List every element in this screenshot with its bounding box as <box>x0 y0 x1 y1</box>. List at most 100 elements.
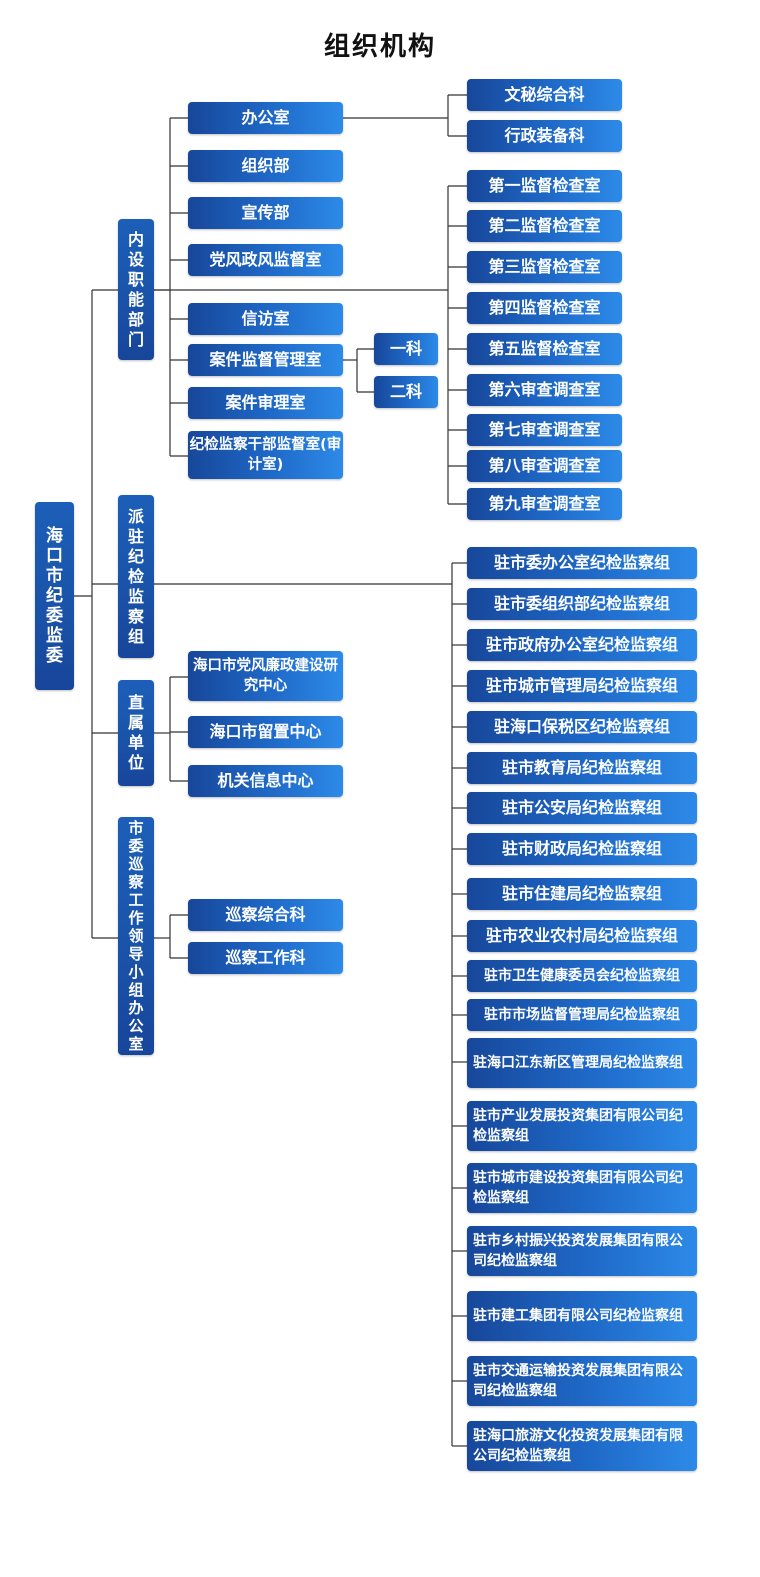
room-label: 第九审查调查室 <box>488 494 601 513</box>
case-sub-second: 二科 <box>374 376 438 408</box>
unit-info-center: 机关信息中心 <box>188 765 343 797</box>
inspection-room: 第五监督检查室 <box>467 333 622 365</box>
office-sub-secretariat: 文秘综合科 <box>467 79 622 111</box>
dept-case-supervision: 案件监督管理室 <box>188 344 343 376</box>
stationed-group: 驻市政府办公室纪检监察组 <box>467 629 697 661</box>
room-label: 第一监督检查室 <box>488 176 601 195</box>
dept-label: 案件审理室 <box>225 393 306 412</box>
group-label: 驻市政府办公室纪检监察组 <box>485 635 678 654</box>
stationed-group: 驻市教育局纪检监察组 <box>467 752 697 784</box>
stationed-group: 驻市委组织部纪检监察组 <box>467 588 697 620</box>
unit-label: 海口市党风廉政建设研究中心 <box>193 658 338 694</box>
sub-label: 一科 <box>389 339 422 358</box>
stationed-group: 驻海口旅游文化投资发展集团有限公司纪检监察组 <box>467 1421 697 1471</box>
inspection-sub-work: 巡察工作科 <box>188 942 343 974</box>
group-label: 驻市住建局纪检监察组 <box>501 884 662 903</box>
group-label: 驻海口江东新区管理局纪检监察组 <box>473 1055 683 1071</box>
dept-publicity: 宣传部 <box>188 197 343 229</box>
group-label: 驻市市场监督管理局纪检监察组 <box>484 1007 680 1023</box>
room-label: 第三监督检查室 <box>488 257 601 276</box>
stationed-group: 驻海口江东新区管理局纪检监察组 <box>467 1038 697 1088</box>
dept-case-review: 案件审理室 <box>188 387 343 419</box>
stationed-group: 驻市建工集团有限公司纪检监察组 <box>467 1291 697 1341</box>
dept-label: 组织部 <box>241 156 290 175</box>
branch-label: 直属单位 <box>127 693 144 772</box>
branch-direct-units: 直属单位 <box>118 680 154 786</box>
inspection-room: 第四监督检查室 <box>467 292 622 324</box>
stationed-group: 驻市公安局纪检监察组 <box>467 792 697 824</box>
group-label: 驻市产业发展投资集团有限公司纪检监察组 <box>473 1108 683 1144</box>
dept-label: 办公室 <box>241 108 290 127</box>
group-label: 驻市公安局纪检监察组 <box>501 798 662 817</box>
branch-label: 内设职能部门 <box>127 229 144 349</box>
case-sub-first: 一科 <box>374 333 438 365</box>
dept-office: 办公室 <box>188 102 343 134</box>
room-label: 第七审查调查室 <box>488 420 601 439</box>
inspection-room: 第三监督检查室 <box>467 251 622 283</box>
sub-label: 巡察工作科 <box>225 948 306 967</box>
dept-label: 信访室 <box>241 309 290 328</box>
root-node: 海口市纪委监委 <box>35 502 74 690</box>
inspection-room: 第七审查调查室 <box>467 414 622 446</box>
sub-label: 二科 <box>389 382 422 401</box>
unit-research-center: 海口市党风廉政建设研究中心 <box>188 651 343 701</box>
dept-label: 案件监督管理室 <box>209 350 322 369</box>
room-label: 第六审查调查室 <box>488 380 601 399</box>
stationed-group: 驻市产业发展投资集团有限公司纪检监察组 <box>467 1101 697 1151</box>
dept-cadre-supervision: 纪检监察干部监督室(审计室) <box>188 431 343 479</box>
branch-internal-departments: 内设职能部门 <box>118 219 154 360</box>
unit-label: 机关信息中心 <box>217 771 314 790</box>
dept-label: 纪检监察干部监督室(审计室) <box>189 437 342 473</box>
inspection-room: 第六审查调查室 <box>467 374 622 406</box>
page-title: 组织机构 <box>323 32 436 62</box>
branch-label: 派驻纪检监察组 <box>127 506 144 646</box>
inspection-room: 第一监督检查室 <box>467 170 622 202</box>
sub-label: 行政装备科 <box>504 126 585 145</box>
group-label: 驻市城市建设投资集团有限公司纪检监察组 <box>473 1170 683 1206</box>
room-label: 第四监督检查室 <box>488 298 601 317</box>
stationed-group: 驻海口保税区纪检监察组 <box>467 711 697 743</box>
inspection-room: 第八审查调查室 <box>467 450 622 482</box>
stationed-group: 驻市交通运输投资发展集团有限公司纪检监察组 <box>467 1356 697 1406</box>
group-label: 驻市建工集团有限公司纪检监察组 <box>473 1308 683 1324</box>
unit-label: 海口市留置中心 <box>209 722 322 741</box>
group-label: 驻市城市管理局纪检监察组 <box>485 676 678 695</box>
inspection-room: 第九审查调查室 <box>467 488 622 520</box>
stationed-group: 驻市乡村振兴投资发展集团有限公司纪检监察组 <box>467 1226 697 1276</box>
room-label: 第五监督检查室 <box>488 339 601 358</box>
root-label: 海口市纪委监委 <box>45 526 63 666</box>
dept-label: 党风政风监督室 <box>209 250 322 269</box>
branch-stationed-groups: 派驻纪检监察组 <box>118 495 154 658</box>
group-label: 驻市交通运输投资发展集团有限公司纪检监察组 <box>473 1363 683 1399</box>
group-label: 驻市委组织部纪检监察组 <box>493 594 670 613</box>
group-label: 驻市财政局纪检监察组 <box>501 839 662 858</box>
stationed-group: 驻市城市建设投资集团有限公司纪检监察组 <box>467 1163 697 1213</box>
group-label: 驻海口保税区纪检监察组 <box>493 717 670 736</box>
stationed-group: 驻市市场监督管理局纪检监察组 <box>467 999 697 1031</box>
group-label: 驻市教育局纪检监察组 <box>501 758 662 777</box>
stationed-group: 驻市卫生健康委员会纪检监察组 <box>467 960 697 992</box>
stationed-group: 驻市住建局纪检监察组 <box>467 878 697 910</box>
inspection-sub-general: 巡察综合科 <box>188 899 343 931</box>
office-sub-admin: 行政装备科 <box>467 120 622 152</box>
group-label: 驻海口旅游文化投资发展集团有限公司纪检监察组 <box>473 1428 683 1464</box>
group-label: 驻市卫生健康委员会纪检监察组 <box>484 968 680 984</box>
group-label: 驻市农业农村局纪检监察组 <box>485 926 678 945</box>
room-label: 第八审查调查室 <box>488 456 601 475</box>
branch-inspection-office: 市委巡察工作领导小组办公室 <box>118 817 154 1055</box>
unit-detention-center: 海口市留置中心 <box>188 716 343 748</box>
dept-label: 宣传部 <box>241 203 290 222</box>
group-label: 驻市委办公室纪检监察组 <box>493 553 670 572</box>
dept-petition: 信访室 <box>188 303 343 335</box>
dept-conduct-supervision: 党风政风监督室 <box>188 244 343 276</box>
sub-label: 巡察综合科 <box>225 905 306 924</box>
stationed-group: 驻市农业农村局纪检监察组 <box>467 920 697 952</box>
room-label: 第二监督检查室 <box>488 216 601 235</box>
dept-organization: 组织部 <box>188 150 343 182</box>
stationed-group: 驻市委办公室纪检监察组 <box>467 547 697 579</box>
group-label: 驻市乡村振兴投资发展集团有限公司纪检监察组 <box>473 1233 683 1269</box>
branch-label: 市委巡察工作领导小组办公室 <box>128 819 144 1053</box>
stationed-group: 驻市财政局纪检监察组 <box>467 833 697 865</box>
stationed-group: 驻市城市管理局纪检监察组 <box>467 670 697 702</box>
